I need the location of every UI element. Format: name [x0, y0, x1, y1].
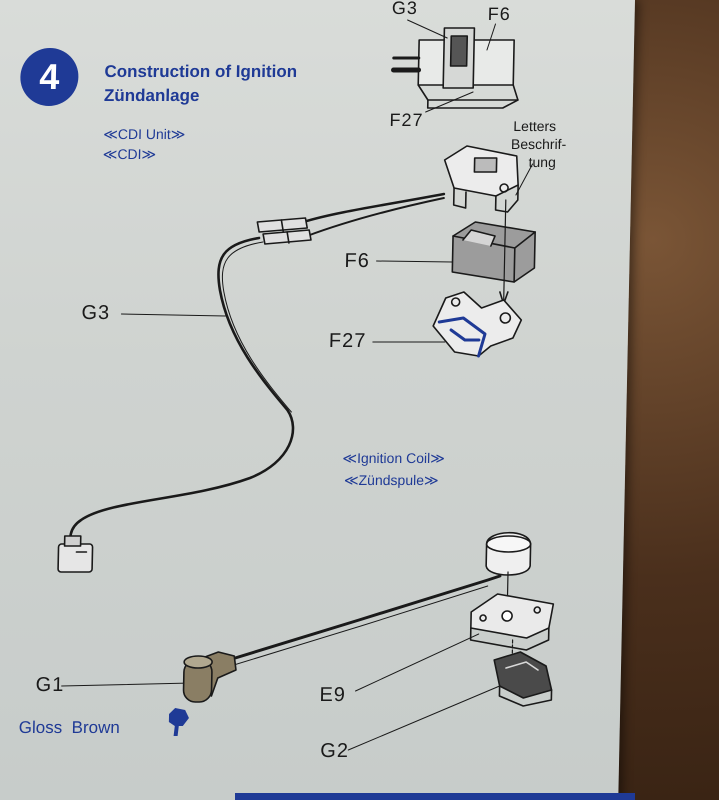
- callout-f6: F6: [344, 250, 371, 272]
- g3-end-connector: [57, 535, 94, 573]
- callout-g1: G1: [35, 674, 65, 696]
- paint-drop-icon: [168, 708, 189, 736]
- inset-label-f6: F6: [487, 4, 511, 24]
- letters-label-german-cont: tung: [528, 154, 557, 170]
- coil-cap-part: [485, 532, 532, 576]
- letters-label-german: Beschrif-: [510, 136, 567, 152]
- f27-part: [432, 291, 523, 358]
- assembly-diagram: [57, 19, 555, 751]
- callout-e9: E9: [319, 684, 347, 706]
- g2-part: [493, 651, 553, 707]
- g3-wire: [69, 236, 295, 550]
- inset-label-f27: F27: [389, 110, 424, 130]
- cdi-housing-part: [443, 145, 519, 213]
- e9-part: [469, 593, 555, 651]
- callout-g3: G3: [81, 302, 111, 324]
- g1-plug-boot: [182, 651, 237, 703]
- paint-color-label: Gloss Brown: [18, 718, 121, 737]
- ignition-coil-label-german: ≪Zündspule≫: [343, 472, 439, 488]
- inset-cdi-assembled: [391, 27, 519, 109]
- cdi-connector-plugs: [256, 217, 312, 245]
- inset-label-g3: G3: [391, 0, 419, 18]
- f6-part: [451, 221, 536, 283]
- coil-wire: [220, 574, 502, 664]
- callout-f27: F27: [328, 330, 367, 352]
- page-bottom-bar: [235, 793, 635, 800]
- ignition-coil-label: ≪Ignition Coil≫: [342, 450, 446, 466]
- letters-label: Letters: [513, 118, 557, 134]
- callout-g2: G2: [320, 740, 350, 762]
- instruction-page: 4 Construction of Ignition Zündanlage ≪C…: [0, 0, 636, 800]
